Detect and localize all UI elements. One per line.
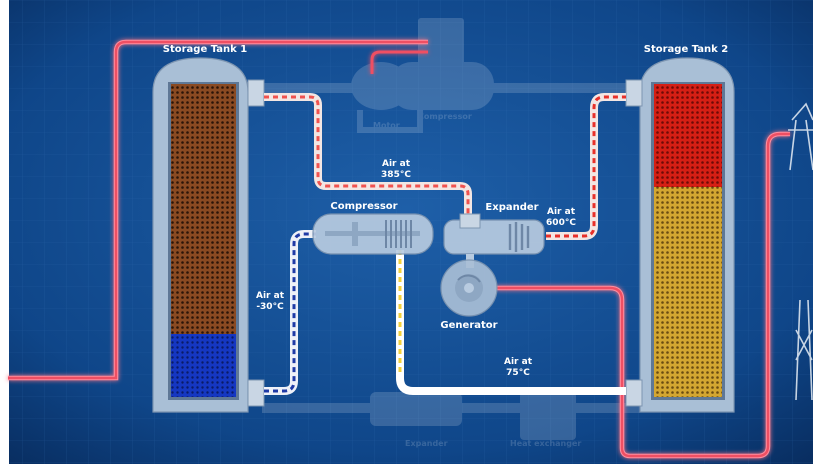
expander-label: Expander [485, 202, 538, 213]
ghost-machinery: Motor Compressor Expander Heat exchanger [262, 18, 640, 448]
air-label-600-line1: Air at [547, 207, 576, 217]
power-pylon-sketch [788, 102, 813, 401]
air-label-385-line2: 385°C [381, 170, 411, 180]
generator: Generator [440, 259, 498, 331]
ghost-label-compressor: Compressor [418, 112, 472, 121]
tank-2-title: Storage Tank 2 [644, 44, 728, 55]
air-label-385-line1: Air at [382, 159, 411, 169]
left-frame-edge [0, 0, 9, 464]
storage-tank-2: Storage Tank 2 [625, 44, 735, 413]
air-label-75-line2: 75°C [506, 368, 530, 378]
compressor-label: Compressor [330, 201, 397, 212]
ghost-label-heat-exchanger: Heat exchanger [510, 439, 581, 448]
air-label-minus30-line2: -30°C [256, 302, 284, 312]
ghost-label-expander: Expander [405, 439, 448, 448]
pipe-minus30c [264, 230, 316, 395]
air-label-minus30-line1: Air at [256, 291, 285, 301]
pipe-600c [546, 93, 626, 240]
pipe-75c [396, 250, 626, 395]
storage-tank-1: Storage Tank 1 [152, 44, 265, 413]
tank-1-title: Storage Tank 1 [163, 44, 247, 55]
air-labels: Air at 385°C Air at 600°C Air at -30°C A… [256, 159, 576, 378]
power-line [8, 39, 790, 459]
ghost-label-motor: Motor [373, 121, 400, 130]
generator-label: Generator [440, 320, 497, 331]
air-label-75-line1: Air at [504, 357, 533, 367]
compressor: Compressor [312, 201, 434, 255]
pipe-385c [264, 93, 472, 220]
air-label-600-line2: 600°C [546, 218, 576, 228]
